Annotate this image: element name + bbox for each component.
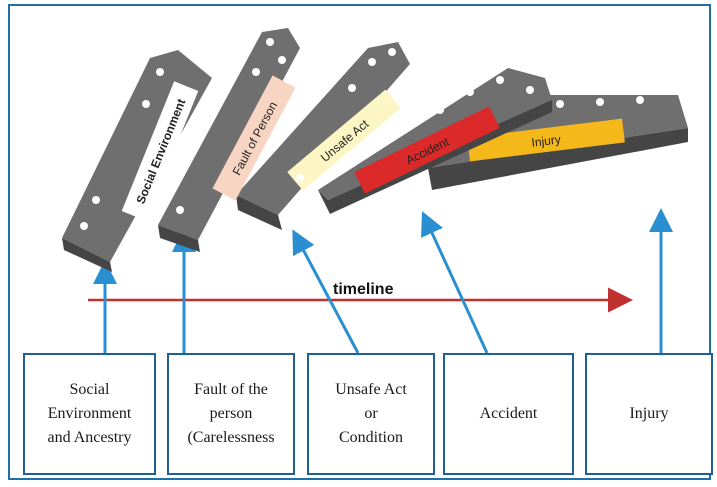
pointer-arrow-accident (421, 211, 489, 354)
box-accident-text: Accident (479, 405, 538, 422)
box-accident: Accident (443, 353, 574, 475)
domino-accident: Accident (318, 68, 552, 214)
domino-social-environment: Social Environment (62, 50, 212, 272)
domino-fault-of-person: Fault of Person (158, 28, 300, 252)
box-social-environment: Social Environment and Ancestry (23, 353, 156, 475)
domino-label-unsafe-act-panel (287, 89, 401, 191)
domino-label-injury-panel (467, 118, 625, 162)
box-fault-of-person-text: Fault of the person (Carelessness (187, 381, 275, 446)
domino-label-social-environment-panel (121, 81, 199, 221)
timeline-label: timeline (333, 281, 394, 298)
pointer-arrow-unsafe-act (292, 229, 360, 354)
box-social-environment-text: Social Environment and Ancestry (47, 381, 132, 446)
domino-label-accident-panel (354, 106, 500, 194)
domino-label-fault-of-person-panel (212, 75, 296, 201)
box-injury: Injury (585, 353, 713, 475)
domino-label-injury: Injury (531, 132, 562, 149)
box-unsafe-act-text: Unsafe Act or Condition (335, 381, 407, 446)
box-fault-of-person: Fault of the person (Carelessness (167, 353, 295, 475)
box-injury-text: Injury (629, 405, 669, 422)
box-unsafe-act: Unsafe Act or Condition (307, 353, 435, 475)
